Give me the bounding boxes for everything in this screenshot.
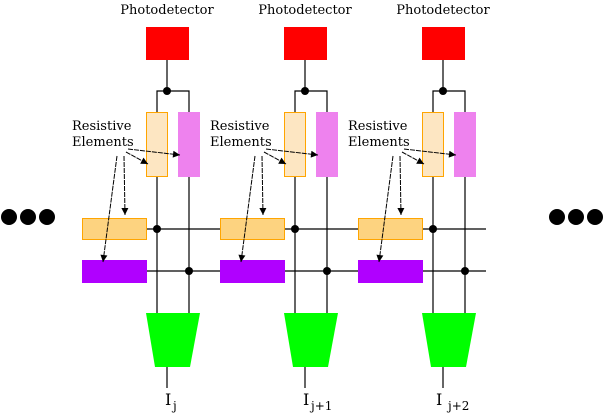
arrow xyxy=(397,155,405,216)
junction-dot xyxy=(163,87,171,95)
current-subscript: j xyxy=(171,399,177,413)
resistor-purple xyxy=(220,260,285,283)
arrow xyxy=(100,155,118,263)
resistor-orange xyxy=(358,218,423,240)
resistor-light xyxy=(146,112,168,177)
resistive-elements-label: Elements xyxy=(348,135,410,150)
dots-right-icon xyxy=(549,209,603,225)
arrow xyxy=(265,148,319,158)
resistive-elements-label: Elements xyxy=(72,135,134,150)
wire xyxy=(432,90,466,112)
resistor-pink xyxy=(316,112,338,177)
resistive-elements-label: Resistive xyxy=(210,119,270,134)
current-label: I xyxy=(436,390,442,409)
resistive-elements-label: Resistive xyxy=(348,119,408,134)
resistor-purple xyxy=(358,260,423,283)
junction-dot xyxy=(461,267,469,275)
wire xyxy=(156,90,190,112)
photodetector xyxy=(146,27,189,60)
photodetector-label: Photodetector xyxy=(258,3,352,18)
junction-dot xyxy=(429,225,437,233)
arrow xyxy=(263,151,287,165)
resistive-elements-label: Elements xyxy=(210,135,272,150)
resistor-orange xyxy=(82,218,147,240)
resistor-purple xyxy=(82,260,147,283)
wire xyxy=(294,90,328,112)
photodetector-label: Photodetector xyxy=(120,3,214,18)
arrow xyxy=(259,155,267,216)
arrow xyxy=(238,155,256,263)
resistor-light xyxy=(284,112,306,177)
current-label: I xyxy=(165,390,171,409)
junction-dot xyxy=(301,87,309,95)
dots-left-icon xyxy=(1,209,55,225)
photodetector-label: Photodetector xyxy=(396,3,490,18)
junction-dot xyxy=(153,225,161,233)
arrow xyxy=(125,151,149,165)
resistor-pink xyxy=(454,112,476,177)
resistor-pink xyxy=(178,112,200,177)
resistive-elements-label: Resistive xyxy=(72,119,132,134)
arrow xyxy=(376,155,394,263)
arrow xyxy=(127,148,181,158)
arrow xyxy=(403,148,457,158)
arrow xyxy=(401,151,425,165)
current-label: I xyxy=(303,390,309,409)
photodetector xyxy=(284,27,327,60)
arrow xyxy=(121,155,129,216)
photodetector xyxy=(422,27,465,60)
current-subscript: j+1 xyxy=(309,399,332,413)
junction-dot xyxy=(439,87,447,95)
amplifier xyxy=(284,313,338,367)
junction-dot xyxy=(323,267,331,275)
amplifier xyxy=(146,313,200,367)
junction-dot xyxy=(291,225,299,233)
resistor-light xyxy=(422,112,444,177)
resistor-orange xyxy=(220,218,285,240)
junction-dot xyxy=(185,267,193,275)
amplifier xyxy=(422,313,476,367)
current-subscript: j+2 xyxy=(446,399,469,413)
